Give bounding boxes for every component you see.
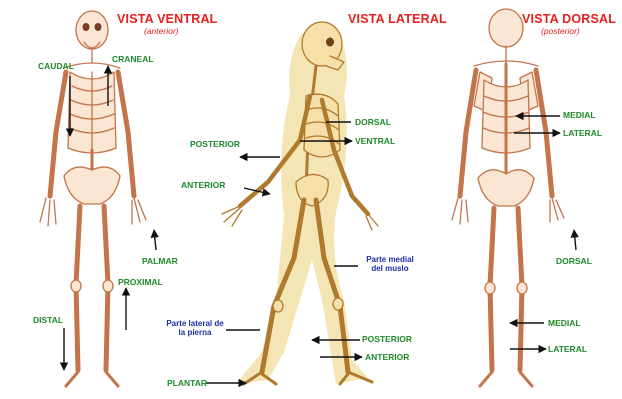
anterior-upper-label: ANTERIOR [181, 181, 225, 190]
back-skeleton [452, 9, 564, 386]
dorsal-label: DORSAL [355, 118, 391, 127]
lateral-leg-label: Parte lateral de la pierna [164, 319, 226, 337]
lateral-upper-label: LATERAL [563, 129, 602, 138]
posterior-upper-label: POSTERIOR [190, 140, 240, 149]
caudal-label: CAUDAL [38, 62, 74, 71]
ventral-view-title: VISTA VENTRAL [117, 13, 218, 26]
dorsal-hand-arrow [574, 230, 576, 250]
palmar-label: PALMAR [142, 257, 178, 266]
plantar-label: PLANTAR [167, 379, 207, 388]
ventral-view-subtitle: (anterior) [144, 27, 178, 36]
ventral-label: VENTRAL [355, 137, 395, 146]
proximal-label: PROXIMAL [118, 278, 163, 287]
palmar-arrow [154, 230, 156, 250]
lateral-view-title: VISTA LATERAL [348, 13, 447, 26]
medial-upper-label: MEDIAL [563, 111, 596, 120]
lateral-lower-label: LATERAL [548, 345, 587, 354]
anterior-lower-label: ANTERIOR [365, 353, 409, 362]
medial-lower-label: MEDIAL [548, 319, 581, 328]
dorsal-view-subtitle: (posterior) [541, 27, 580, 36]
posterior-lower-label: POSTERIOR [362, 335, 412, 344]
dorsal-hand-label: DORSAL [556, 257, 592, 266]
craneal-label: CRANEAL [112, 55, 154, 64]
medial-thigh-label: Parte medial del muslo [360, 255, 420, 273]
distal-label: DISTAL [33, 316, 63, 325]
dorsal-view-title: VISTA DORSAL [522, 13, 616, 26]
